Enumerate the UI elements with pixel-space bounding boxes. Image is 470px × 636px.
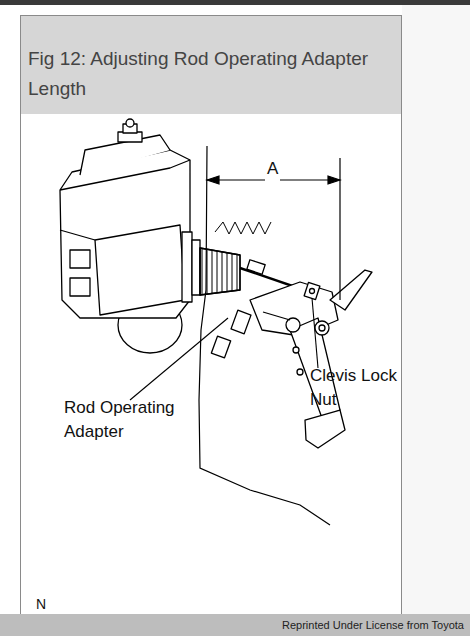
footer-bar (0, 614, 470, 636)
pedal-bracket (250, 282, 338, 336)
dash-panel (199, 146, 330, 525)
title-band (21, 16, 401, 114)
top-bar (0, 0, 470, 5)
leader-line (312, 298, 318, 368)
rod-operating-adapter (247, 260, 265, 274)
dimension-label: A (265, 157, 280, 181)
master-cylinder (60, 150, 190, 318)
figure-panel (21, 16, 402, 626)
page-margin (402, 5, 470, 614)
copyright-note: Reprinted Under License from Toyota (282, 617, 464, 633)
figure-title: Fig 12: Adjusting Rod Operating Adapter … (28, 44, 388, 104)
leader-line (130, 318, 228, 400)
pedal-pad (305, 410, 345, 448)
orientation-mark: N (36, 592, 46, 616)
dimension-a (207, 158, 340, 300)
part-label: Clevis Lock Nut (310, 364, 400, 412)
stop-light-switch (231, 310, 251, 334)
part-label: Rod Operating Adapter (64, 396, 194, 444)
clevis (304, 282, 320, 299)
